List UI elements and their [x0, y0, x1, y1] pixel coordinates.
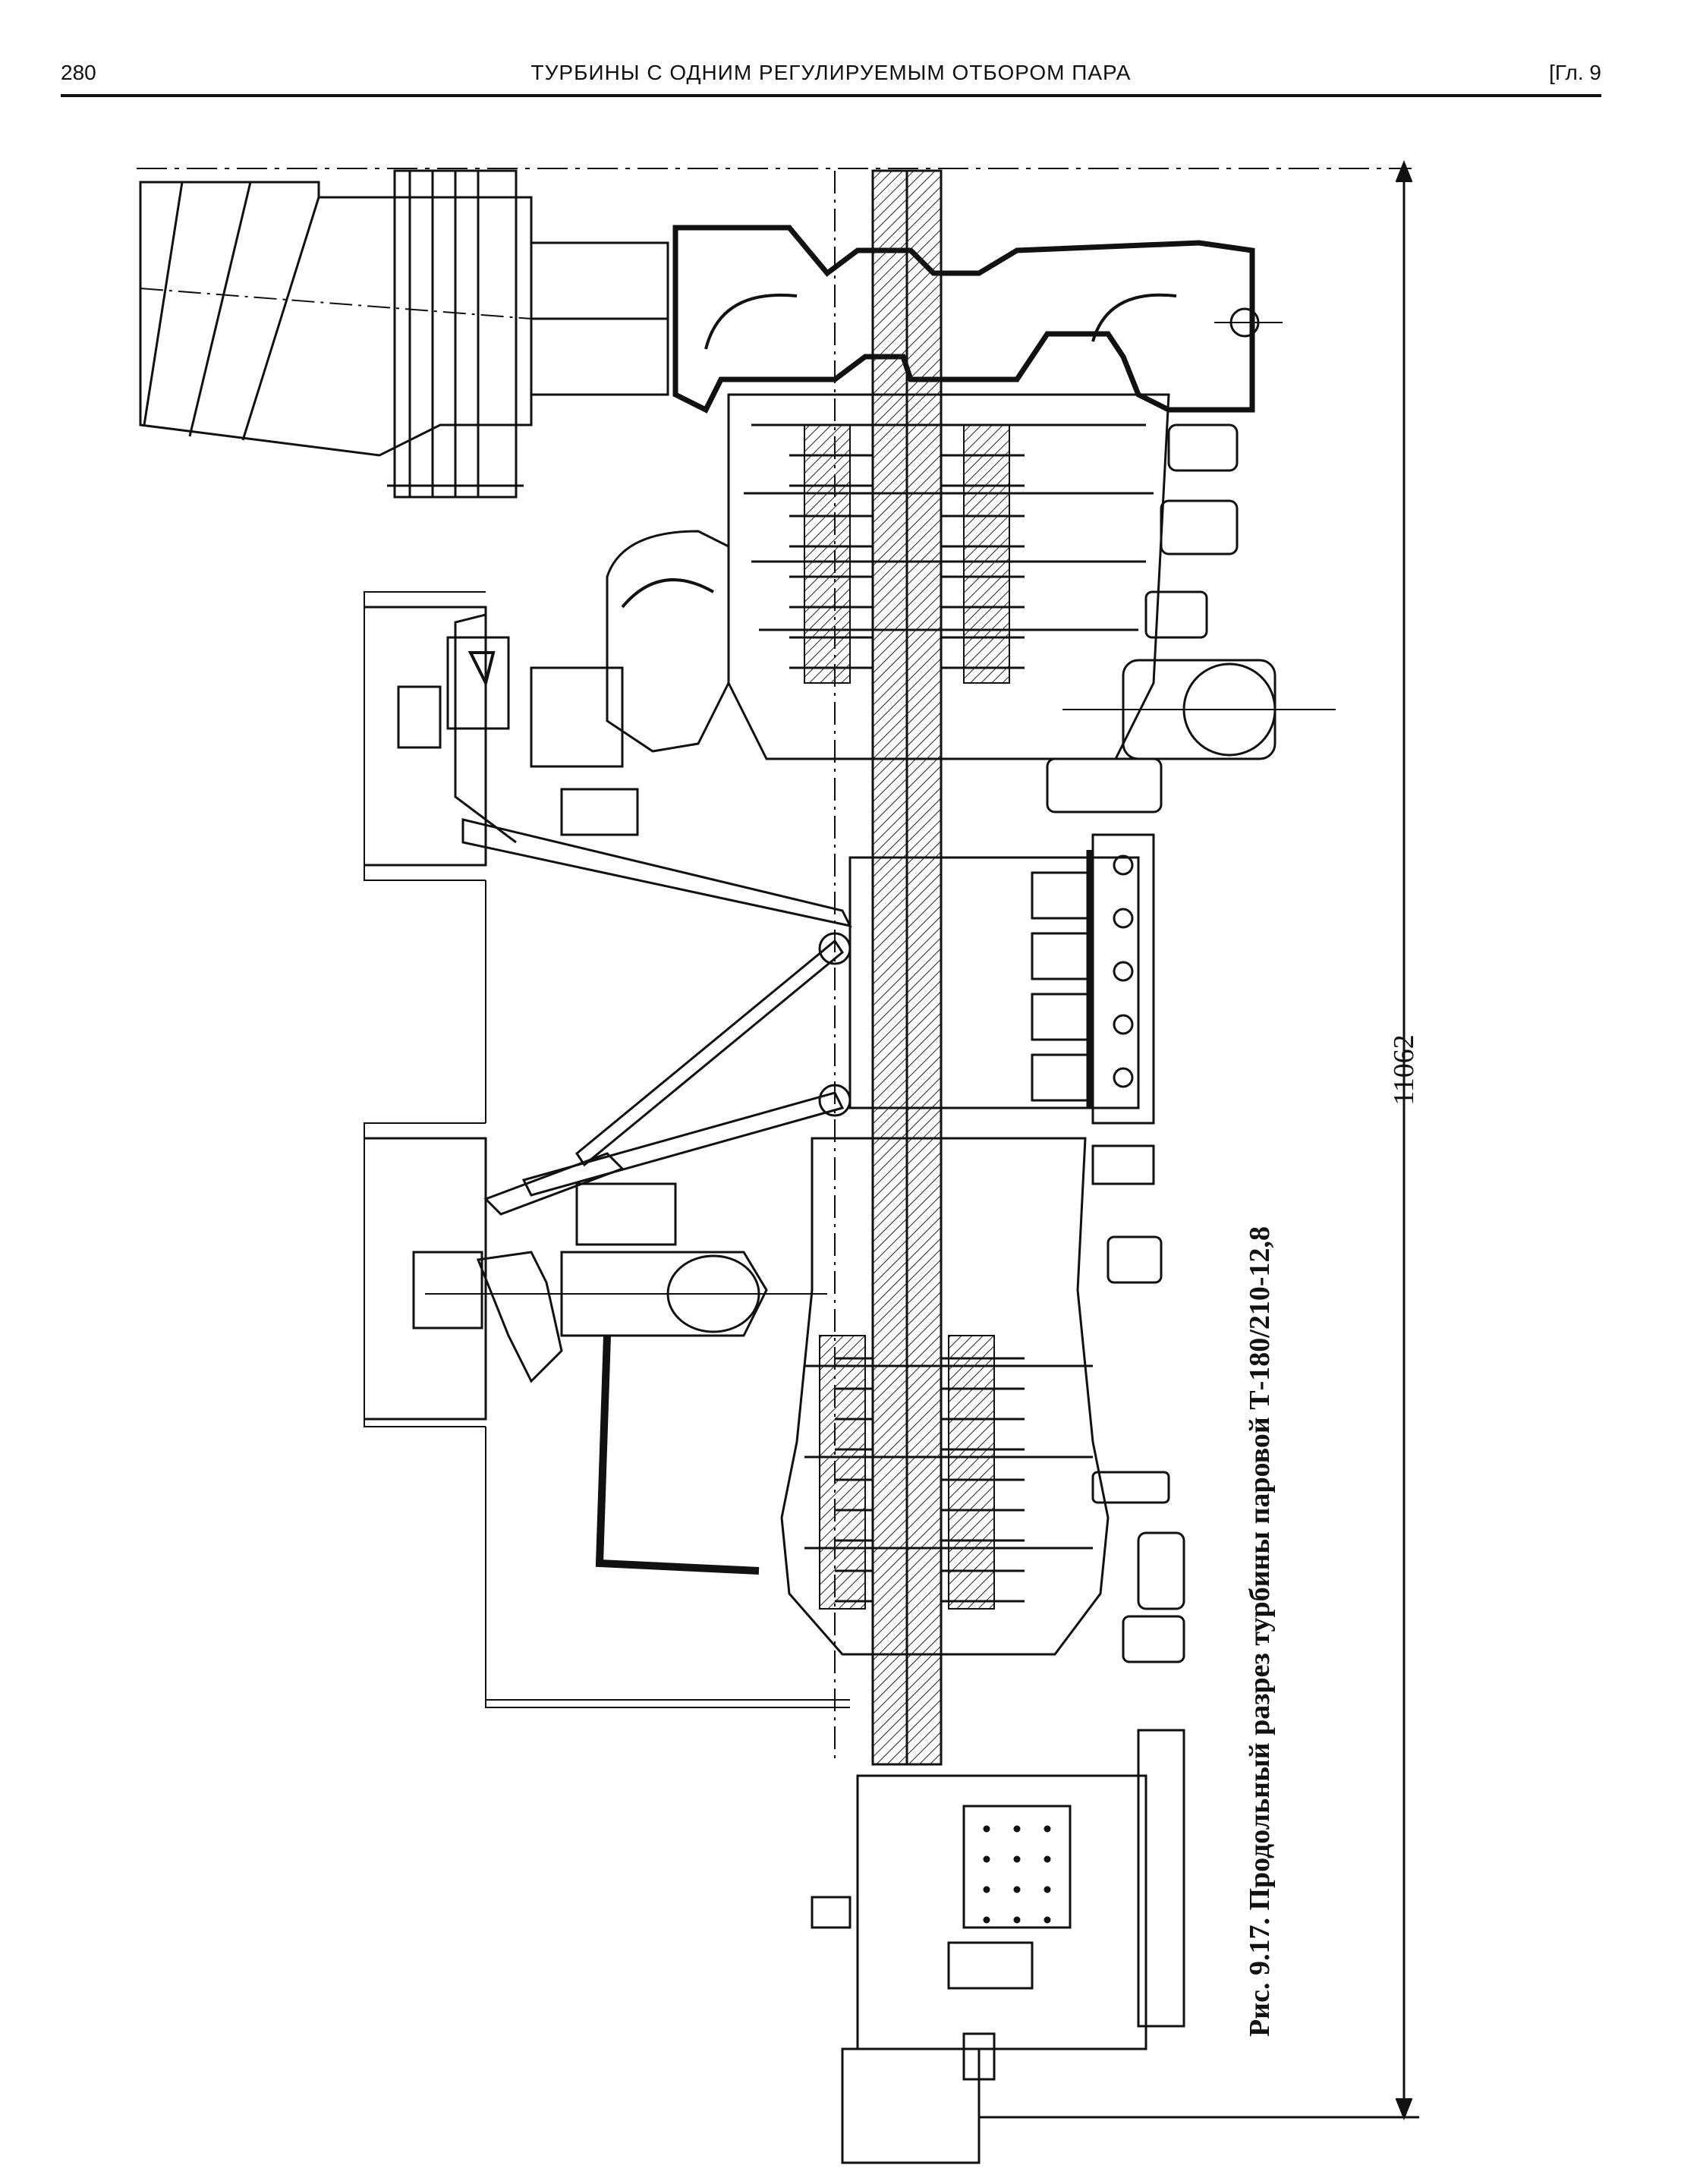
- upper-blades: [789, 424, 1025, 684]
- bearing-block: [848, 833, 1155, 1125]
- linkage-rods: [483, 932, 852, 1216]
- upper-right-nozzles: [1046, 423, 1336, 813]
- exhaust-chamber: [672, 225, 1283, 414]
- page-number: 280: [61, 61, 96, 84]
- lower-valve-assembly: [364, 1137, 850, 1708]
- running-title: ТУРБИНЫ С ОДНИМ РЕГУЛИРУЕМЫМ ОТБОРОМ ПАР…: [530, 61, 1132, 84]
- front-bearing-housing: [811, 1729, 1185, 2164]
- exhaust-duct: [139, 169, 669, 499]
- dimension-line: [979, 159, 1419, 2121]
- overall-length-dimension: 11062: [1388, 1034, 1420, 1106]
- lower-blades: [819, 1335, 1025, 1610]
- chapter-reference: [Гл. 9: [1549, 61, 1601, 84]
- lower-right-nozzles: [1091, 1144, 1185, 1663]
- frame-outline: [364, 591, 850, 1701]
- figure-caption: Рис. 9.17. Продольный разрез турбины пар…: [1244, 1226, 1276, 2038]
- upper-valve-assembly: [364, 530, 852, 928]
- page-header: 280 ТУРБИНЫ С ОДНИМ РЕГУЛИРУЕМЫМ ОТБОРОМ…: [61, 55, 1601, 97]
- rotor-shaft: [834, 169, 943, 1766]
